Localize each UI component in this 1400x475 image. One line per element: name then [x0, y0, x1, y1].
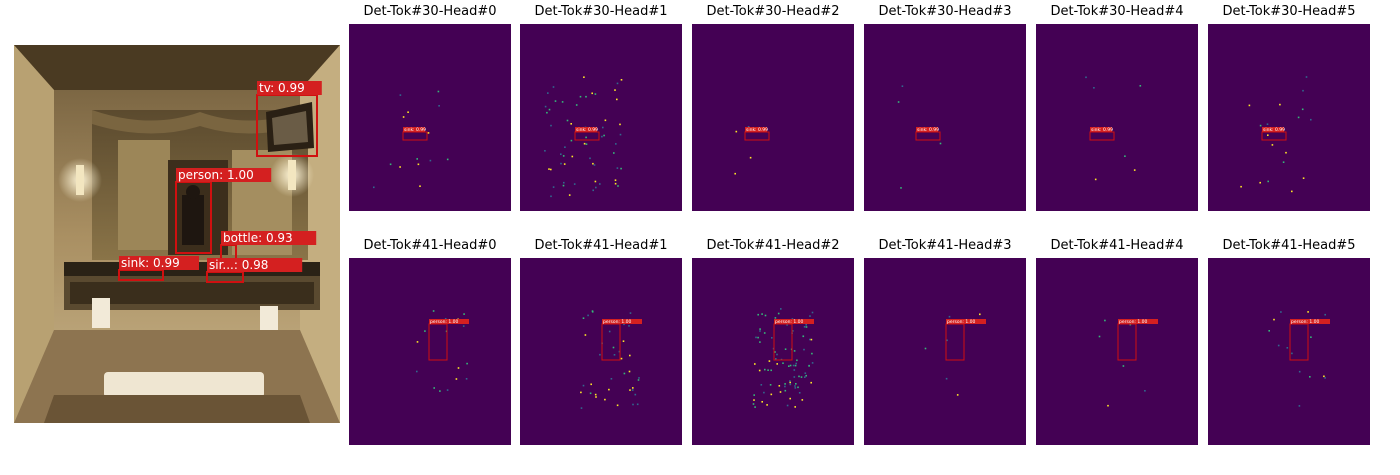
panel-title: Det-Tok#30-Head#1: [534, 4, 668, 19]
detection-label: person: 1.00: [178, 168, 254, 182]
attention-box: sink: 0.99: [402, 127, 428, 141]
panel-title: Det-Tok#41-Head#0: [363, 238, 497, 253]
attention-heatmap-panel: person: 1.00: [1036, 258, 1198, 445]
panel-title: Det-Tok#41-Head#5: [1222, 238, 1356, 253]
attention-box-tag: person: 1.00: [947, 319, 976, 325]
attention-speckles: [752, 308, 814, 408]
attention-box-tag: person: 1.00: [775, 319, 804, 325]
attention-heatmap: sink: 0.99: [520, 24, 682, 211]
detection-box: bottle: 0.93: [220, 231, 317, 264]
attention-box-tag: person: 1.00: [1119, 319, 1148, 325]
panel-title: Det-Tok#30-Head#0: [363, 4, 497, 19]
attention-heatmap: person: 1.00: [520, 258, 682, 445]
attention-heatmap-panel: person: 1.00: [520, 258, 682, 445]
attention-heatmap: person: 1.00: [349, 258, 511, 445]
detection-label: sink: 0.99: [121, 256, 180, 270]
detection-label: tv: 0.99: [259, 81, 305, 95]
attention-box-tag: sink: 0.99: [917, 127, 939, 133]
detection-label: sir...: 0.98: [209, 258, 268, 272]
attention-speckles: [924, 313, 981, 396]
attention-speckles: [1268, 311, 1326, 407]
attention-speckles: [373, 90, 449, 189]
attention-heatmap-panel: person: 1.00: [864, 258, 1026, 445]
attention-heatmap-panel: sink: 0.99: [520, 24, 682, 211]
attention-heatmap-panel: sink: 0.99: [692, 24, 854, 211]
attention-box: sink: 0.99: [1261, 127, 1287, 141]
attention-box: person: 1.00: [428, 319, 469, 361]
attention-speckles: [416, 310, 468, 392]
attention-box: person: 1.00: [601, 319, 642, 361]
panel-title: Det-Tok#30-Head#4: [1050, 4, 1184, 19]
detection-box: sir...: 0.98: [206, 258, 303, 283]
attention-box-tag: person: 1.00: [1291, 319, 1320, 325]
attention-box-tag: sink: 0.99: [404, 127, 426, 133]
attention-box-tag: sink: 0.99: [1263, 127, 1285, 133]
attention-box-tag: sink: 0.99: [576, 127, 598, 133]
attention-speckles: [580, 310, 640, 409]
attention-heatmap: person: 1.00: [692, 258, 854, 445]
attention-heatmap: sink: 0.99: [349, 24, 511, 211]
attention-speckles: [544, 76, 623, 198]
panel-title: Det-Tok#30-Head#5: [1222, 4, 1356, 19]
attention-box-tag: person: 1.00: [430, 319, 459, 325]
attention-heatmap: sink: 0.99: [1036, 24, 1198, 211]
attention-heatmap: person: 1.00: [1208, 258, 1370, 445]
attention-heatmap-panel: person: 1.00: [692, 258, 854, 445]
panel-title: Det-Tok#30-Head#3: [878, 4, 1012, 19]
attention-heatmap: sink: 0.99: [692, 24, 854, 211]
panel-title: Det-Tok#41-Head#1: [534, 238, 668, 253]
attention-heatmap: person: 1.00: [1036, 258, 1198, 445]
attention-box-tag: person: 1.00: [603, 319, 632, 325]
attention-heatmap-panel: sink: 0.99: [864, 24, 1026, 211]
attention-heatmap-panel: person: 1.00: [1208, 258, 1370, 445]
detection-label: bottle: 0.93: [223, 231, 293, 245]
attention-box: sink: 0.99: [1089, 127, 1115, 141]
attention-speckles: [734, 126, 752, 175]
attention-box: person: 1.00: [773, 319, 814, 361]
attention-heatmap-panel: person: 1.00: [349, 258, 511, 445]
detection-box: tv: 0.99: [256, 81, 322, 157]
detection-box: person: 1.00: [175, 168, 272, 254]
attention-heatmap-panel: sink: 0.99: [349, 24, 511, 211]
panel-title: Det-Tok#30-Head#2: [706, 4, 840, 19]
attention-speckles: [1085, 76, 1142, 181]
attention-box: sink: 0.99: [915, 127, 941, 141]
attention-speckles: [1098, 319, 1146, 407]
attention-box: person: 1.00: [1289, 319, 1330, 361]
attention-box-tag: sink: 0.99: [1091, 127, 1113, 133]
attention-box: sink: 0.99: [574, 127, 600, 141]
detection-box: sink: 0.99: [118, 256, 199, 281]
attention-heatmap-panel: sink: 0.99: [1208, 24, 1370, 211]
attention-box-tag: sink: 0.99: [746, 127, 768, 133]
attention-heatmap: person: 1.00: [864, 258, 1026, 445]
attention-box: person: 1.00: [945, 319, 986, 361]
panel-title: Det-Tok#41-Head#4: [1050, 238, 1184, 253]
attention-box: sink: 0.99: [744, 127, 770, 141]
panel-title: Det-Tok#41-Head#2: [706, 238, 840, 253]
attention-speckles: [897, 85, 942, 189]
attention-box: person: 1.00: [1117, 319, 1158, 361]
panel-title: Det-Tok#41-Head#3: [878, 238, 1012, 253]
attention-speckles: [1240, 76, 1312, 193]
attention-heatmap: sink: 0.99: [1208, 24, 1370, 211]
attention-heatmap: sink: 0.99: [864, 24, 1026, 211]
attention-heatmap-panel: sink: 0.99: [1036, 24, 1198, 211]
detection-photo: tv: 0.99 person: 1.00 bottle: 0.93 sink: 0.…: [14, 45, 340, 423]
